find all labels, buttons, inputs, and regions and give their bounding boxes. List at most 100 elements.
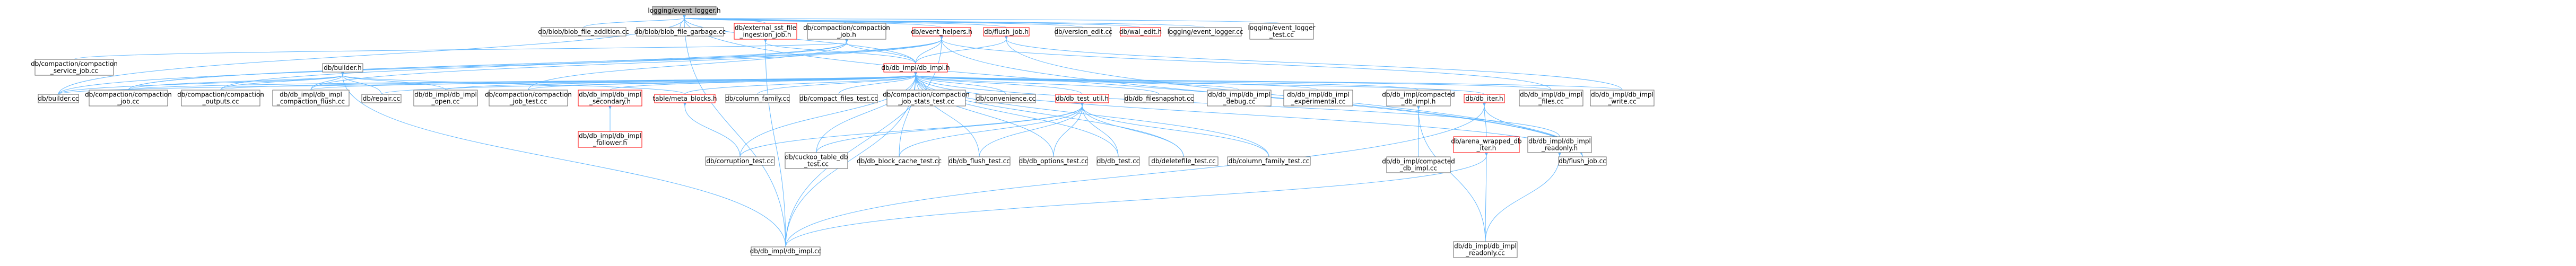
node-db-impl-readonly-h[interactable]: db/db_impl/db_impl_readonly.h xyxy=(1527,136,1592,153)
node-flush-job-h[interactable]: db/flush_job.h xyxy=(983,27,1030,37)
node-builder-h[interactable]: db/builder.h xyxy=(322,63,363,73)
node-box xyxy=(886,90,966,107)
node-root[interactable]: logging/event_logger.h xyxy=(648,6,721,15)
edge-db_impl_h-to-column_family xyxy=(757,70,918,95)
edge-db_impl_h-to-db_iter xyxy=(913,70,1485,95)
edge-builder_h-to-compaction_job_cc xyxy=(128,70,345,91)
node-label: _iter.h xyxy=(1476,145,1496,152)
node-label: _debug.cc xyxy=(1223,98,1256,105)
edge-db_test_util-to-column_family_test xyxy=(1080,101,1269,157)
node-label: db/blob/blob_file_garbage.cc xyxy=(634,28,726,36)
edge-root-to-blob_addition xyxy=(583,13,687,28)
node-box xyxy=(636,27,724,37)
edge-root-to-event_logger_cc xyxy=(681,13,1206,28)
edge-flush_job_h-to-db_impl_h xyxy=(915,34,1009,64)
node-db-impl-debug[interactable]: db/db_impl/db_impl_debug.cc xyxy=(1207,90,1272,107)
edge-event_helpers-to-builder_cc xyxy=(58,34,944,95)
node-label: db/corruption_test.cc xyxy=(706,157,773,165)
node-label: _open.cc xyxy=(431,98,460,105)
node-db-test[interactable]: db/db_test.cc xyxy=(1096,156,1140,166)
node-options-test[interactable]: db/db_options_test.cc xyxy=(1019,156,1089,166)
node-box xyxy=(1019,156,1088,166)
node-label: _experimental.cc xyxy=(1291,98,1346,105)
node-db-impl-write[interactable]: db/db_impl/db_impl_write.cc xyxy=(1590,90,1655,107)
node-label: db/blob/blob_file_addition.cc xyxy=(538,28,629,36)
node-label: _test.cc xyxy=(804,161,829,168)
edge-db_test_util-to-cuckoo_table xyxy=(816,101,1085,153)
node-flush-test[interactable]: db/db_flush_test.cc xyxy=(948,156,1011,166)
node-label: logging/event_logger xyxy=(1248,24,1316,32)
node-compacted-db-impl-h[interactable]: db/db_impl/compacted_db_impl.h xyxy=(1382,90,1455,107)
node-event-logger-test[interactable]: logging/event_logger_test.cc xyxy=(1248,23,1316,40)
edge-db_impl_h-to-block_cache_test xyxy=(899,70,918,157)
node-compaction-job-cc[interactable]: db/compaction/compaction_job.cc xyxy=(85,90,172,107)
node-db-impl-secondary[interactable]: db/db_impl/db_impl_secondary.h xyxy=(578,90,642,107)
node-db-impl-follower[interactable]: db/db_impl/db_impl_follower.h xyxy=(578,131,642,148)
edge-builder_h-to-repair xyxy=(340,70,382,95)
node-label: _secondary.h xyxy=(589,98,631,105)
node-event-helpers[interactable]: db/event_helpers.h xyxy=(911,27,972,37)
node-compaction-job-h[interactable]: db/compaction/compaction_job.h xyxy=(803,23,890,40)
node-db-iter[interactable]: db/db_iter.h xyxy=(1464,94,1505,103)
node-db-filesnapshot[interactable]: db/db_filesnapshot.cc xyxy=(1124,94,1194,103)
node-convenience[interactable]: db/convenience.cc xyxy=(976,94,1036,103)
node-box xyxy=(1590,90,1655,107)
node-box xyxy=(1527,136,1592,153)
node-column-family-test[interactable]: db/column_family_test.cc xyxy=(1227,156,1311,166)
node-blob-garbage[interactable]: db/blob/blob_file_garbage.cc xyxy=(634,27,726,37)
node-db-impl-open[interactable]: db/db_impl/db_impl_open.cc xyxy=(413,90,478,107)
node-label: db/flush_job.cc xyxy=(1559,157,1606,165)
node-label: _follower.h xyxy=(593,139,627,147)
node-blob-addition[interactable]: db/blob/blob_file_addition.cc xyxy=(538,27,629,37)
node-box xyxy=(785,152,848,169)
node-box xyxy=(1519,90,1583,107)
node-label: db/db_impl/db_impl xyxy=(414,91,477,99)
node-arena-wrapped[interactable]: db/arena_wrapped_db_iter.h xyxy=(1451,136,1522,153)
node-repair[interactable]: db/repair.cc xyxy=(361,94,402,103)
node-wal-edit[interactable]: db/wal_edit.h xyxy=(1119,27,1162,37)
node-compaction-flush[interactable]: db/db_impl/db_impl_compaction_flush.cc xyxy=(272,90,350,107)
node-version-edit[interactable]: db/version_edit.cc xyxy=(1054,27,1112,37)
edge-event_helpers-to-db_impl_files xyxy=(939,34,1552,91)
node-label: db/compaction/compaction xyxy=(177,91,264,99)
node-label: db/db_impl/db_impl.cc xyxy=(750,247,822,255)
node-corruption-test[interactable]: db/corruption_test.cc xyxy=(705,156,775,166)
node-db-impl-files[interactable]: db/db_impl/db_impl_files.cc xyxy=(1519,90,1583,107)
node-label: db/compaction/compaction xyxy=(803,24,890,32)
node-deletefile-test[interactable]: db/deletefile_test.cc xyxy=(1148,156,1219,166)
node-label: db/builder.h xyxy=(324,64,361,72)
node-cuckoo-table[interactable]: db/cuckoo_table_db_test.cc xyxy=(785,152,848,169)
edge-db_test_util-to-block_cache_test xyxy=(899,101,1085,157)
node-compacted-db-impl-cc[interactable]: db/db_impl/compacted_db_impl.cc xyxy=(1382,156,1455,173)
node-compact-files-test[interactable]: db/compact_files_test.cc xyxy=(799,94,878,103)
node-compaction-service-job[interactable]: db/compaction/compaction_service_job.cc xyxy=(31,59,118,76)
node-column-family[interactable]: db/column_family.cc xyxy=(725,94,790,103)
edge-db_impl_h-to-corruption_test xyxy=(739,70,918,157)
node-db-test-util[interactable]: db/db_test_util.h xyxy=(1055,94,1109,103)
node-label: _db_impl.cc xyxy=(1399,165,1437,172)
edge-root-to-db_impl_h xyxy=(682,13,916,64)
node-job-stats-test[interactable]: db/compaction/compaction_job_stats_test.… xyxy=(883,90,970,107)
node-compaction-outputs[interactable]: db/compaction/compaction_outputs.cc xyxy=(177,90,264,107)
node-db-impl-cc[interactable]: db/db_impl/db_impl.cc xyxy=(750,246,822,256)
node-builder-cc[interactable]: db/builder.cc xyxy=(38,94,79,103)
node-db-impl-h[interactable]: db/db_impl/db_impl.h xyxy=(881,63,950,73)
node-box xyxy=(489,90,568,107)
edge-db_test_util-to-options_test xyxy=(1053,101,1085,157)
node-block-cache-test[interactable]: db/db_block_cache_test.cc xyxy=(857,156,942,166)
node-box xyxy=(1096,156,1140,166)
node-meta-blocks[interactable]: table/meta_blocks.h xyxy=(652,94,717,103)
node-box xyxy=(1055,94,1109,103)
node-label: _compaction_flush.cc xyxy=(276,98,345,105)
node-label: _write.cc xyxy=(1607,98,1636,105)
node-label: _outputs.cc xyxy=(202,98,239,105)
node-ext-sst[interactable]: db/external_sst_file_ingestion_job.h xyxy=(734,23,797,40)
edge-compaction_job_h-to-compaction_job_test xyxy=(528,37,849,91)
node-box xyxy=(799,94,878,103)
node-db-impl-experimental[interactable]: db/db_impl/db_impl_experimental.cc xyxy=(1283,90,1353,107)
node-event-logger-cc[interactable]: logging/event_logger.cc xyxy=(1168,27,1243,37)
node-compaction-job-test[interactable]: db/compaction/compaction_job_test.cc xyxy=(485,90,572,107)
node-db-impl-readonly-cc[interactable]: db/db_impl/db_impl_readonly.cc xyxy=(1453,241,1518,258)
node-flush-job-cc[interactable]: db/flush_job.cc xyxy=(1558,156,1607,166)
